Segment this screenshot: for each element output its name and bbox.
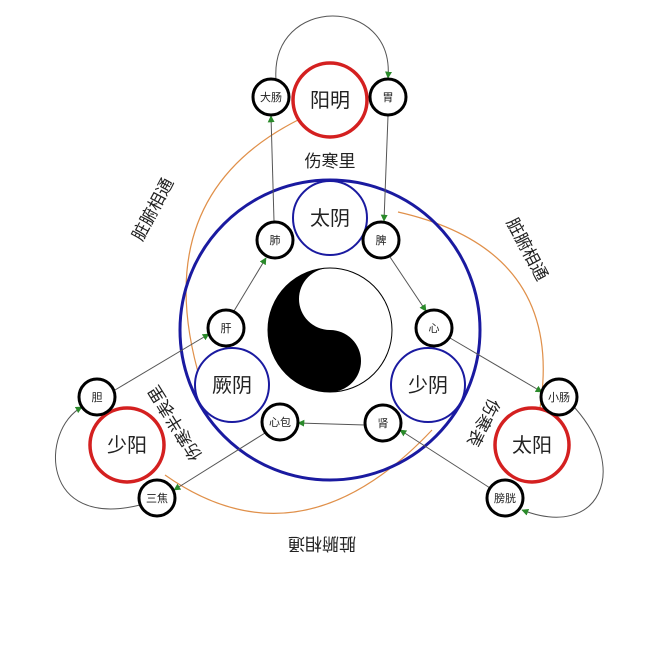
taiyin-label: 太阴 bbox=[310, 206, 350, 230]
jueyin-label: 厥阴 bbox=[212, 373, 252, 397]
zangfu-bottom-label: 脏腑相通 bbox=[288, 533, 356, 553]
arrow-wei-pi bbox=[380, 115, 389, 222]
taiyang-label: 太阳 bbox=[512, 433, 552, 457]
fei-circle bbox=[255, 220, 295, 260]
jueyin-circle bbox=[194, 347, 270, 423]
sanjiao-label: 三焦 bbox=[146, 492, 168, 505]
shaoyin-circle bbox=[390, 347, 466, 423]
arrow-gan-fei bbox=[233, 257, 267, 312]
taiyin-circle bbox=[292, 180, 368, 256]
pangguang-circle bbox=[485, 478, 525, 518]
shen-label: 肾 bbox=[378, 417, 389, 430]
arrow-dan-gan bbox=[114, 333, 210, 391]
taiyang-circle bbox=[493, 406, 571, 484]
pi-label: 脾 bbox=[376, 233, 387, 247]
fei-label: 肺 bbox=[270, 234, 281, 247]
xinbao-circle bbox=[260, 402, 300, 442]
arrow-sanjiao-dan bbox=[55, 406, 141, 510]
dachang-label: 大肠 bbox=[260, 90, 282, 104]
wei-label: 胃 bbox=[383, 91, 394, 104]
arrow-xinbao-sanjiao bbox=[173, 432, 266, 491]
arrow-pi-xin bbox=[389, 256, 427, 312]
shen-circle bbox=[363, 403, 403, 443]
shaoyang-label: 少阳 bbox=[107, 433, 147, 457]
pi-circle bbox=[361, 220, 401, 260]
gan-circle bbox=[206, 308, 246, 348]
link-bottom bbox=[164, 429, 433, 514]
arrow-fei-dachang bbox=[267, 115, 275, 222]
xinbao-label: 心包 bbox=[269, 416, 291, 429]
arrow-dachang-wei bbox=[275, 15, 393, 81]
xin-circle bbox=[414, 308, 454, 348]
arrow-pangguang-shen bbox=[399, 429, 491, 489]
sanjiao-circle bbox=[137, 478, 177, 518]
link-left bbox=[185, 119, 299, 396]
yangming-label: 阳明 bbox=[310, 88, 350, 112]
arrow-xin-xiaochang bbox=[449, 337, 543, 393]
xiaochang-circle bbox=[539, 377, 579, 417]
pangguang-label: 膀胱 bbox=[494, 491, 516, 505]
xin-label: 心 bbox=[429, 322, 440, 335]
dan-label: 胆 bbox=[92, 391, 103, 404]
arrow-shen-xinbao bbox=[297, 419, 366, 427]
dachang-circle bbox=[251, 77, 291, 117]
xiaochang-label: 小肠 bbox=[548, 391, 570, 404]
dan-circle bbox=[77, 377, 117, 417]
shaoyang-circle bbox=[88, 406, 166, 484]
arrow-xiaochang-pangguang bbox=[521, 407, 604, 518]
shaoyin-label: 少阴 bbox=[408, 373, 448, 397]
yin-yang-icon bbox=[267, 267, 393, 393]
wei-circle bbox=[368, 77, 408, 117]
shanghan-li-label: 伤寒里 bbox=[305, 152, 356, 172]
zangfu-right-label: 脏腑相通 bbox=[502, 215, 552, 284]
zangfu-left-label: 脏腑相通 bbox=[129, 175, 179, 244]
flow-arrows bbox=[55, 15, 604, 518]
yangming-circle bbox=[291, 61, 369, 139]
gan-label: 肝 bbox=[221, 322, 232, 335]
